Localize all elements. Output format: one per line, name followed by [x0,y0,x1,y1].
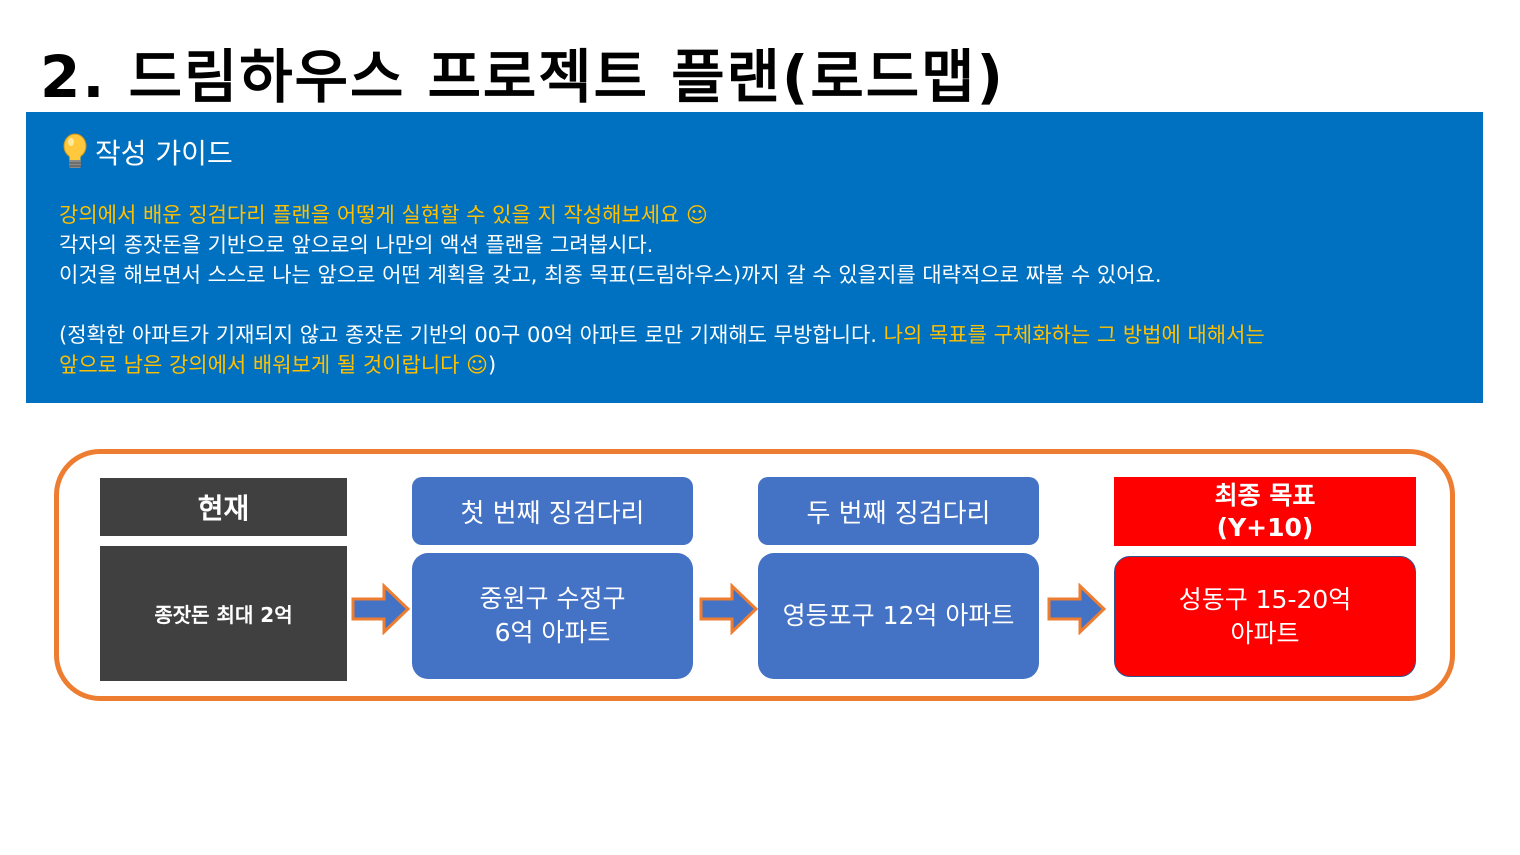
arrow-right-icon [699,583,759,635]
roadmap-frame [54,449,1455,701]
spacer [59,290,1483,320]
step1-body-line1: 중원구 수정구 [479,584,626,613]
guide-line-5: 앞으로 남은 강의에서 배워보게 될 것이랍니다 ☺) [59,350,1483,380]
guide-box: 작성 가이드 강의에서 배운 징검다리 플랜을 어떻게 실현할 수 있을 지 작… [26,112,1483,403]
page-title: 2. 드림하우스 프로젝트 플랜(로드맵) [40,43,1006,111]
step1-header: 첫 번째 징검다리 [412,477,693,545]
goal-header: 최종 목표 (Y+10) [1114,477,1416,546]
goal-body: 성동구 15-20억 아파트 [1114,556,1416,677]
lightbulb-icon [63,133,87,168]
arrow-right-icon [1047,583,1107,635]
guide-line-4-highlight: 나의 목표를 구체화하는 그 방법에 대해서는 [883,323,1265,347]
goal-body-line1: 성동구 15-20억 [1178,584,1352,614]
arrow-right-icon [351,583,411,635]
step1-body-line2: 6억 아파트 [494,618,611,647]
goal-header-line2: (Y+10) [1216,512,1314,542]
current-body: 종잣돈 최대 2억 [100,546,347,681]
guide-title: 작성 가이드 [95,137,233,170]
guide-line-1: 강의에서 배운 징검다리 플랜을 어떻게 실현할 수 있을 지 작성해보세요 ☺ [59,203,708,227]
guide-line-4-note: (정확한 아파트가 기재되지 않고 종잣돈 기반의 00구 00억 아파트 로만… [59,323,884,347]
goal-body-line2: 아파트 [1230,618,1300,648]
step2-body: 영등포구 12억 아파트 [758,553,1039,679]
step1-body: 중원구 수정구 6억 아파트 [412,553,693,679]
guide-line-3: 이것을 해보면서 스스로 나는 앞으로 어떤 계획을 갖고, 최종 목표(드림하… [59,263,1162,287]
guide-line-5-close: ) [488,353,497,377]
step2-header: 두 번째 징검다리 [758,477,1039,545]
guide-header: 작성 가이드 [59,132,1483,172]
current-header: 현재 [100,478,347,536]
guide-line-4: (정확한 아파트가 기재되지 않고 종잣돈 기반의 00구 00억 아파트 로만… [59,320,1483,350]
guide-line-5-highlight: 앞으로 남은 강의에서 배워보게 될 것이랍니다 ☺ [59,353,489,377]
guide-line-2: 각자의 종잣돈을 기반으로 앞으로의 나만의 액션 플랜을 그려봅시다. [59,233,654,257]
guide-text: 강의에서 배운 징검다리 플랜을 어떻게 실현할 수 있을 지 작성해보세요 ☺… [59,200,1483,380]
goal-header-line1: 최종 목표 [1214,480,1316,510]
